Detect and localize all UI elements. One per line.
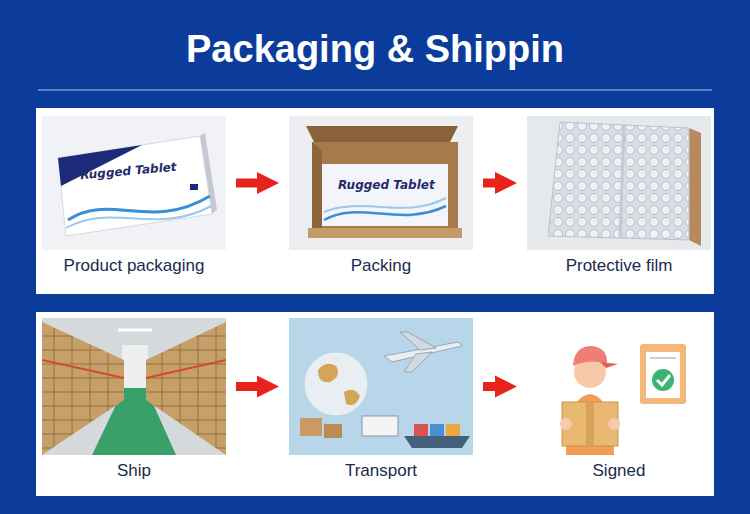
continent bbox=[344, 390, 360, 405]
box-wave bbox=[68, 196, 210, 220]
parcel bbox=[300, 418, 322, 436]
hand bbox=[608, 418, 620, 430]
product-box bbox=[322, 164, 448, 226]
photo-ground bbox=[527, 318, 711, 455]
flow-arrow bbox=[483, 382, 495, 391]
carton-inside bbox=[312, 142, 458, 232]
bubble-wrap bbox=[548, 122, 689, 240]
photo-ground bbox=[527, 116, 711, 250]
product-label: Rugged Tablet bbox=[338, 178, 435, 192]
ship-hull bbox=[404, 436, 470, 448]
parcel-tape bbox=[586, 402, 594, 446]
bubble-wrap-picture bbox=[527, 116, 711, 250]
container bbox=[414, 424, 428, 436]
step-caption: Packing bbox=[289, 256, 473, 276]
carton-wall bbox=[312, 142, 322, 232]
flow-arrow bbox=[236, 179, 257, 188]
warehouse-picture bbox=[42, 318, 226, 455]
hand bbox=[560, 418, 572, 430]
box-logo bbox=[190, 184, 198, 190]
step-box: Protective film bbox=[527, 116, 711, 276]
product-label: Rugged Tablet bbox=[80, 160, 178, 182]
transport-picture bbox=[289, 318, 473, 455]
step-box: Ship bbox=[42, 318, 226, 481]
globe bbox=[304, 352, 368, 416]
plane-wing bbox=[400, 332, 436, 350]
container bbox=[446, 424, 460, 436]
step-caption: Protective film bbox=[527, 256, 711, 276]
step-box: Signed bbox=[527, 318, 711, 481]
flow-arrow bbox=[236, 382, 257, 391]
box-wave bbox=[66, 206, 211, 228]
step-caption: Signed bbox=[527, 461, 711, 481]
step-caption: Product packaging bbox=[42, 256, 226, 276]
carton-flap bbox=[306, 126, 458, 142]
carton-side bbox=[689, 128, 701, 246]
paper-line bbox=[650, 357, 676, 359]
box-lid bbox=[58, 136, 212, 236]
step-caption: Transport bbox=[289, 461, 473, 481]
clipboard-paper bbox=[646, 352, 680, 398]
check-circle bbox=[652, 369, 674, 391]
ceiling-light bbox=[118, 329, 152, 332]
truck bbox=[362, 416, 398, 436]
rack-beam bbox=[146, 360, 226, 378]
cap-brim bbox=[600, 362, 618, 368]
photo-ground bbox=[289, 116, 473, 250]
clipboard bbox=[640, 344, 686, 404]
photo-ground bbox=[289, 318, 473, 455]
plane-wing bbox=[404, 352, 432, 372]
open-carton-picture bbox=[289, 116, 473, 250]
title: Packaging & Shippin bbox=[0, 28, 750, 71]
step-box: Packing bbox=[289, 116, 473, 276]
row-panel bbox=[36, 312, 714, 496]
check-mark bbox=[657, 375, 670, 385]
step-box: Transport bbox=[289, 318, 473, 481]
step-caption: Ship bbox=[42, 461, 226, 481]
product-box-picture bbox=[42, 116, 226, 250]
wrap-fold bbox=[620, 126, 624, 238]
delivery-person-picture bbox=[527, 318, 711, 455]
row-panel bbox=[36, 108, 714, 294]
flow-arrow bbox=[483, 179, 495, 188]
container bbox=[430, 424, 444, 436]
photo-ground bbox=[42, 318, 226, 455]
carton-edge bbox=[308, 228, 462, 238]
back-wall bbox=[122, 345, 148, 390]
title-rule bbox=[38, 90, 712, 91]
shelf-boxes bbox=[42, 322, 124, 455]
step-box: Product packaging bbox=[42, 116, 226, 276]
parcel bbox=[324, 424, 342, 438]
rack-beam bbox=[42, 360, 124, 378]
shelf-boxes bbox=[146, 322, 226, 455]
photo-ground bbox=[42, 116, 226, 250]
continent bbox=[318, 364, 338, 383]
box-wave bbox=[324, 198, 446, 212]
